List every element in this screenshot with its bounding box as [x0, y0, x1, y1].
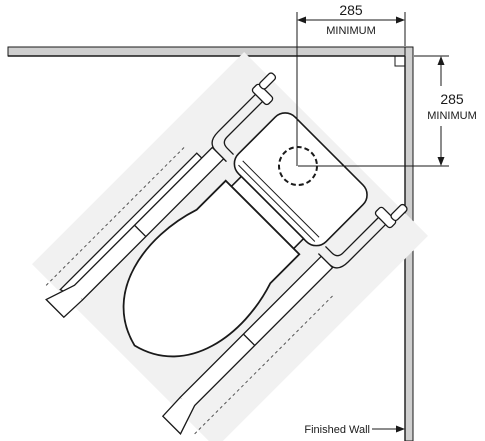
finished-wall-arrow: [372, 425, 405, 433]
right-grab-rail: [161, 203, 408, 435]
top-wall: [7, 46, 414, 57]
horizontal-dimension-value: 285: [339, 2, 363, 18]
horizontal-dimension: [296, 12, 406, 166]
cistern: [230, 112, 368, 250]
horizontal-dimension-unit: MINIMUM: [326, 25, 376, 37]
vertical-dimension-unit: MINIMUM: [427, 110, 477, 122]
vertical-dimension-value: 285: [440, 91, 464, 107]
finished-wall-label: Finished Wall: [304, 424, 370, 436]
toilet-assembly: [32, 52, 428, 441]
toilet-bowl: [122, 179, 301, 358]
right-angle-mark: [394, 55, 406, 67]
left-grab-rail: [45, 72, 277, 319]
